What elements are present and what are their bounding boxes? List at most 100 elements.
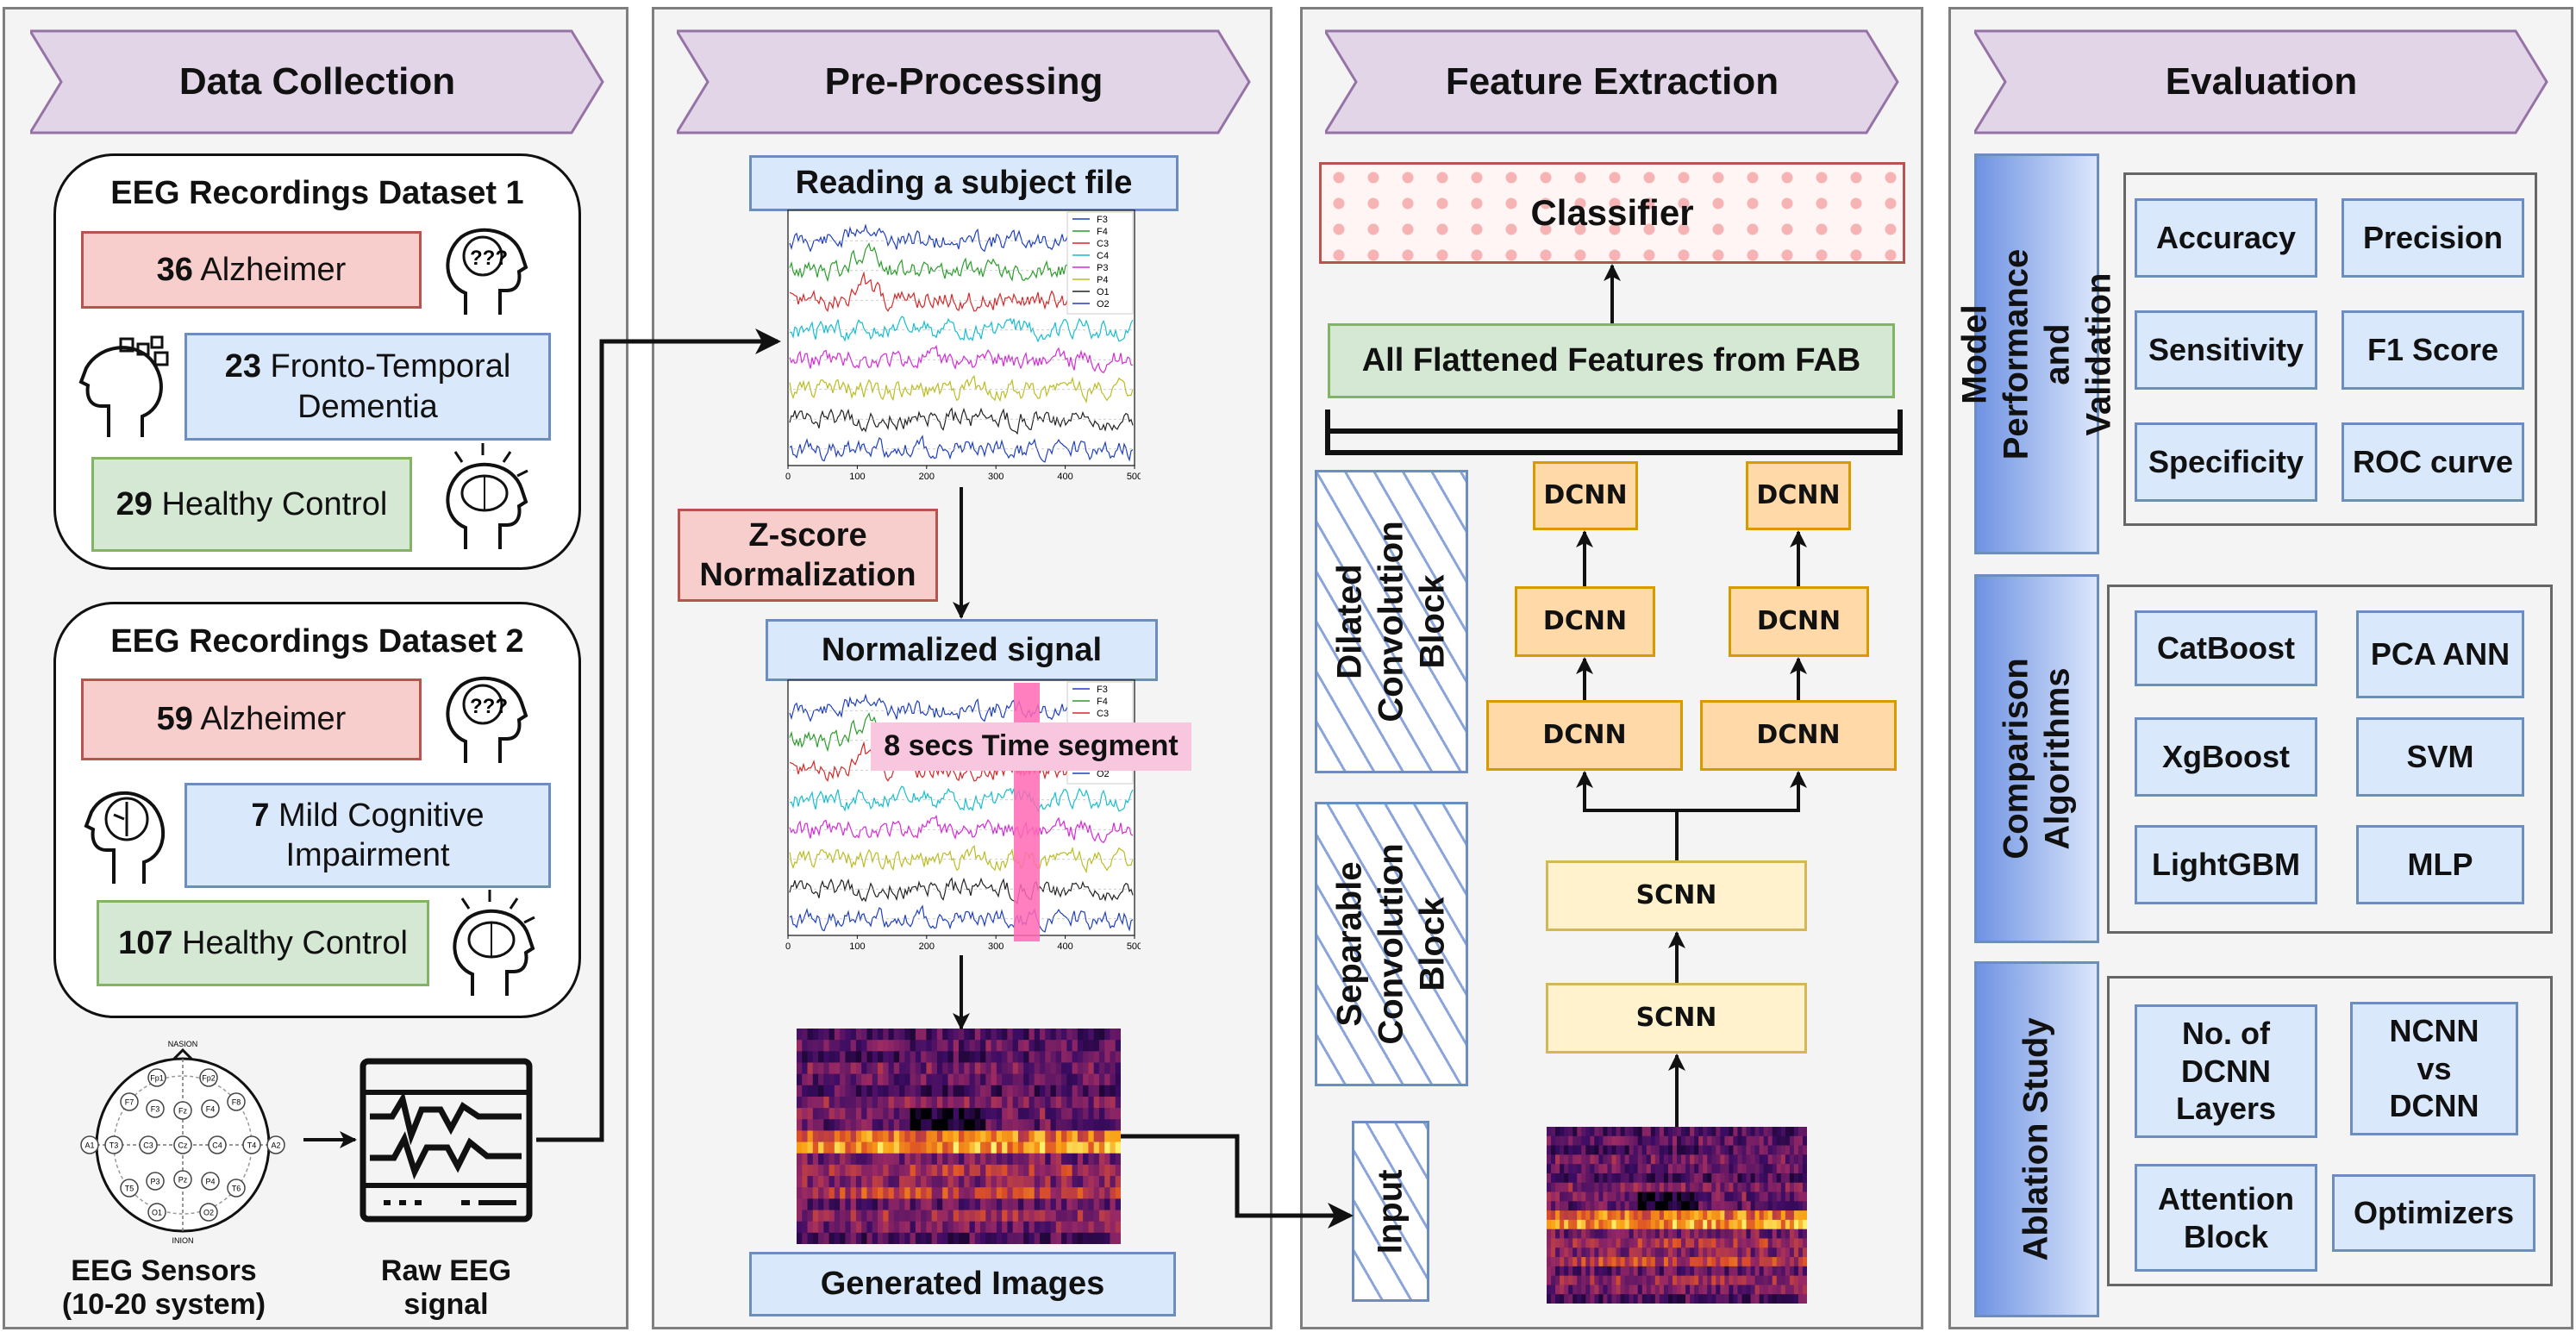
heatmap-cell [872, 1108, 878, 1120]
heatmap-cell [1767, 1294, 1773, 1304]
heatmap-cell [1066, 1130, 1073, 1143]
heatmap-cell [1585, 1201, 1591, 1211]
heatmap-cell [991, 1176, 997, 1188]
heatmap-cell [1083, 1141, 1089, 1154]
heatmap-cell [1677, 1275, 1682, 1286]
heatmap-cell [1590, 1257, 1595, 1267]
heatmap-cell [1690, 1201, 1695, 1211]
heatmap-cell [1677, 1238, 1682, 1248]
heatmap-cell [1088, 1108, 1095, 1120]
heatmap-cell [931, 1085, 938, 1097]
heatmap-cell [797, 1029, 803, 1041]
heatmap-cell [1611, 1135, 1617, 1147]
heatmap-cell [1672, 1164, 1678, 1174]
heatmap-cell [959, 1221, 965, 1234]
heatmap-cell [850, 1040, 857, 1052]
heatmap-cell [1110, 1176, 1116, 1188]
heatmap-cell [1703, 1266, 1708, 1277]
heatmap-cell [1650, 1248, 1656, 1258]
heatmap-cell [1772, 1182, 1778, 1193]
heatmap-cell [1620, 1294, 1626, 1304]
heatmap-cell [1002, 1176, 1008, 1188]
heatmap-cell [1568, 1164, 1573, 1174]
heatmap-cell [1780, 1229, 1786, 1240]
heatmap-cell [1685, 1173, 1691, 1184]
heatmap-cell [1072, 1096, 1079, 1109]
heatmap-cell [1607, 1145, 1613, 1155]
heatmap-cell [1061, 1029, 1067, 1041]
heatmap-cell [1594, 1257, 1599, 1267]
heatmap-cell [1746, 1182, 1752, 1193]
heatmap-cell [1789, 1266, 1795, 1277]
heatmap-cell [1641, 1164, 1648, 1174]
heatmap-cell [1716, 1257, 1721, 1267]
heatmap-cell [1694, 1173, 1699, 1184]
heatmap-cell [910, 1221, 916, 1234]
heatmap-cell [807, 1085, 814, 1097]
heatmap-cell [1115, 1130, 1121, 1143]
heatmap-cell [1061, 1108, 1067, 1120]
heatmap-cell [1083, 1232, 1089, 1244]
heatmap-cell [1061, 1096, 1067, 1109]
heatmap-cell [1772, 1257, 1778, 1267]
heatmap-cell [812, 1096, 819, 1109]
heatmap-cell [1564, 1164, 1569, 1174]
heatmap-cell [1754, 1257, 1760, 1267]
heatmap-cell [1802, 1154, 1807, 1165]
heatmap-cell [834, 1073, 841, 1086]
heatmap-cell [872, 1176, 878, 1188]
heatmap-cell [866, 1187, 873, 1199]
heatmap-cell [1560, 1145, 1565, 1155]
heatmap-cell [1737, 1266, 1743, 1277]
heatmap-cell [1703, 1145, 1708, 1155]
heatmap-cell [1012, 1119, 1019, 1132]
heatmap-cell [1716, 1127, 1721, 1137]
heatmap-cell [1598, 1219, 1604, 1230]
heatmap-cell [1034, 1141, 1041, 1154]
heatmap-cell [1023, 1210, 1030, 1223]
heatmap-cell [883, 1130, 890, 1143]
heatmap-cell [861, 1198, 868, 1211]
heatmap-cell [1061, 1153, 1067, 1166]
heatmap-cell [1050, 1198, 1057, 1211]
heatmap-cell [1098, 1085, 1105, 1097]
heatmap-cell [1802, 1173, 1807, 1184]
heatmap-cell [861, 1176, 868, 1188]
heatmap-cell [1098, 1141, 1105, 1154]
heatmap-cell [1724, 1135, 1729, 1147]
heatmap-cell [1072, 1198, 1079, 1211]
heatmap-cell [1746, 1210, 1752, 1221]
heatmap-cell [861, 1029, 868, 1041]
heatmap-cell [1754, 1294, 1760, 1304]
heatmap-cell [1681, 1229, 1686, 1240]
heatmap-cell [1061, 1198, 1067, 1211]
heatmap-cell [1023, 1073, 1030, 1086]
heatmap-cell [953, 1108, 960, 1120]
heatmap-cell [1767, 1229, 1773, 1240]
heatmap-cell [1663, 1238, 1669, 1248]
heatmap-cell [1716, 1154, 1721, 1165]
heatmap-cell [1088, 1232, 1095, 1244]
heatmap-cell [1061, 1221, 1067, 1234]
heatmap-cell [1045, 1040, 1052, 1052]
heatmap-cell [1093, 1153, 1100, 1166]
heatmap-cell [953, 1029, 960, 1041]
heatmap-cell [802, 1164, 809, 1177]
heatmap-cell [1624, 1257, 1630, 1267]
heatmap-cell [1780, 1257, 1786, 1267]
heatmap-cell [1789, 1201, 1795, 1211]
heatmap-cell [899, 1096, 905, 1109]
heatmap-cell [872, 1040, 878, 1052]
heatmap-cell [1703, 1191, 1708, 1202]
data-collection-banner: Data Collection [28, 29, 604, 134]
heatmap-cell [1098, 1040, 1105, 1052]
heatmap-cell [953, 1096, 960, 1109]
heatmap-cell [1050, 1221, 1057, 1234]
heatmap-cell [855, 1051, 862, 1064]
heatmap-cell [921, 1176, 927, 1188]
heatmap-cell [893, 1176, 900, 1188]
heatmap-cell [1802, 1127, 1807, 1137]
heatmap-cell [1034, 1040, 1041, 1052]
count: 36 [156, 251, 193, 288]
heatmap-cell [807, 1130, 814, 1143]
